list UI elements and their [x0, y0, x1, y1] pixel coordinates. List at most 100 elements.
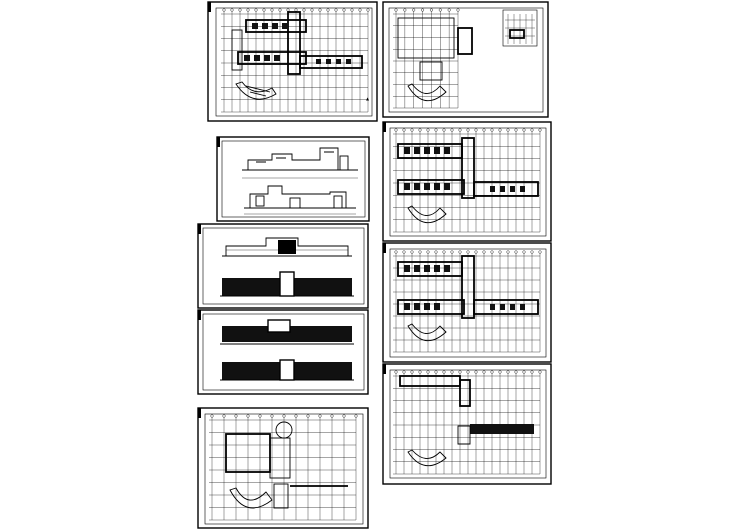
axis-bubble [410, 370, 414, 374]
axis-bubble [394, 250, 398, 254]
site-plan-sheet [197, 407, 369, 529]
axis-bubble [506, 250, 510, 254]
axis-bubble [458, 250, 462, 254]
axis-bubble [234, 414, 238, 418]
axis-bubble [421, 8, 425, 12]
axis-bubble [246, 414, 250, 418]
axis-bubble [458, 128, 462, 132]
axis-bubble [482, 370, 486, 374]
axis-bubble [530, 128, 534, 132]
axis-bubble [310, 8, 314, 12]
axis-bubble [426, 128, 430, 132]
axis-grid [393, 8, 460, 109]
axis-bubble [429, 8, 433, 12]
axis-bubble [358, 8, 362, 12]
axis-bubble [450, 128, 454, 132]
axis-bubble [402, 370, 406, 374]
axis-bubble [498, 370, 502, 374]
axis-bubble [342, 414, 346, 418]
floor-plan-sheet-5 [382, 363, 552, 485]
axis-bubble [466, 370, 470, 374]
axis-bubble [530, 250, 534, 254]
axis-bubble [254, 8, 258, 12]
axis-bubble [538, 370, 542, 374]
floor-plan-sheet-1: ▲ [207, 1, 378, 122]
axis-bubble [514, 250, 518, 254]
axis-bubble [498, 250, 502, 254]
building-outline [397, 137, 539, 223]
axis-bubble [334, 8, 338, 12]
axis-bubble [442, 370, 446, 374]
axis-bubble [222, 8, 226, 12]
site-buildings [225, 421, 348, 509]
axis-bubble [410, 128, 414, 132]
axis-bubble [282, 414, 286, 418]
axis-bubble [506, 370, 510, 374]
axis-bubble [434, 250, 438, 254]
axis-bubble [482, 128, 486, 132]
axis-bubble [474, 370, 478, 374]
building-outline [231, 11, 363, 100]
axis-bubble [490, 250, 494, 254]
axis-bubble [456, 8, 460, 12]
axis-grid [393, 250, 542, 353]
axis-bubble [474, 250, 478, 254]
axis-bubble [506, 128, 510, 132]
axis-bubble [447, 8, 451, 12]
axis-bubble [466, 250, 470, 254]
axis-bubble [426, 370, 430, 374]
svg-text:▲: ▲ [366, 96, 370, 101]
axis-bubble [402, 250, 406, 254]
axis-bubble [354, 414, 358, 418]
axis-bubble [270, 8, 274, 12]
axis-bubble [270, 414, 274, 418]
axis-bubble [294, 414, 298, 418]
axis-bubble [522, 370, 526, 374]
axis-bubble [330, 414, 334, 418]
axis-bubble [490, 370, 494, 374]
axis-bubble [418, 370, 422, 374]
floor-plan-sheet-4 [382, 242, 552, 363]
axis-bubble [438, 8, 442, 12]
floor-plan-sheet-2 [382, 1, 549, 118]
axis-bubble [350, 8, 354, 12]
axis-bubble [514, 370, 518, 374]
axis-bubble [342, 8, 346, 12]
axis-bubble [514, 128, 518, 132]
elevation-sheet-3 [197, 309, 369, 395]
axis-bubble [434, 370, 438, 374]
axis-bubble [450, 250, 454, 254]
axis-bubble [466, 128, 470, 132]
axis-grid [393, 370, 542, 475]
axis-bubble [530, 370, 534, 374]
axis-bubble [418, 250, 422, 254]
elevation-sheet-1 [216, 136, 370, 222]
building-outline [397, 17, 473, 101]
axis-bubble [490, 128, 494, 132]
axis-bubble [474, 128, 478, 132]
axis-grid [209, 414, 358, 521]
elevation-drawing-top [220, 319, 354, 345]
elevation-drawing-top [242, 147, 358, 179]
elevation-sheet-2 [197, 223, 369, 309]
building-outline [397, 255, 539, 341]
axis-bubble [450, 370, 454, 374]
floor-plan-sheet-3 [382, 121, 552, 242]
axis-bubble [238, 8, 242, 12]
axis-bubble [326, 8, 330, 12]
axis-bubble [442, 250, 446, 254]
axis-bubble [538, 128, 542, 132]
axis-bubble [442, 128, 446, 132]
axis-bubble [366, 8, 370, 12]
axis-bubble [258, 414, 262, 418]
axis-bubble [230, 8, 234, 12]
axis-bubble [434, 128, 438, 132]
axis-bubble [318, 8, 322, 12]
axis-bubble [222, 414, 226, 418]
elevation-drawing-top [222, 237, 352, 257]
building-outline [399, 375, 534, 467]
axis-bubble [412, 8, 416, 12]
axis-bubble [418, 128, 422, 132]
axis-bubble [278, 8, 282, 12]
